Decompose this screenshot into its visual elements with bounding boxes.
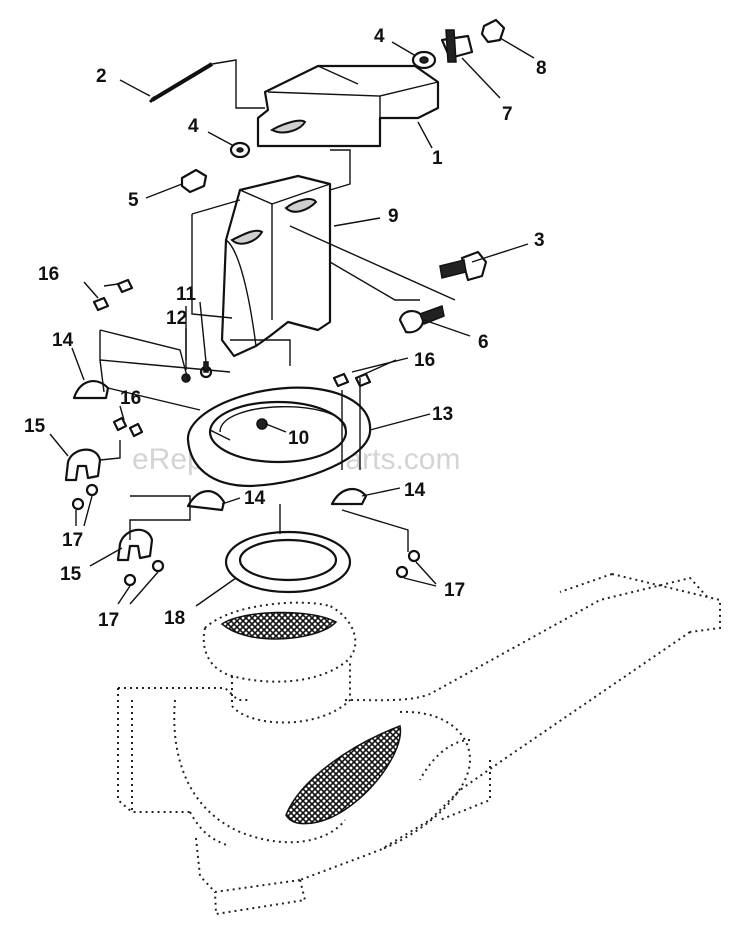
- callout-11: 11: [176, 284, 197, 305]
- part-16-screws-upper: [92, 278, 134, 312]
- callout-1: 1: [432, 148, 443, 169]
- part-17-nuts: [71, 483, 421, 587]
- callout-14-bottom: 14: [244, 488, 266, 509]
- part-15-bracket-upper: [64, 448, 102, 482]
- callout-5: 5: [128, 190, 139, 211]
- callout-labels: 2 4 8 7 4 1 5 9 3 16 11 12 6 14 16 16 15…: [24, 26, 547, 631]
- callout-16-upper: 16: [38, 264, 59, 285]
- part-14-clip-bottom: [186, 490, 226, 512]
- part-7-knob: [440, 29, 474, 63]
- callout-16-middle: 16: [120, 388, 141, 409]
- part-15-bracket-lower: [116, 528, 154, 562]
- part-2-rod: [148, 59, 265, 109]
- callout-3: 3: [534, 230, 545, 251]
- part-3-bolt: [439, 250, 488, 282]
- callout-2: 2: [96, 66, 107, 87]
- callout-17-lower: 17: [98, 610, 119, 631]
- callout-10: 10: [288, 428, 309, 449]
- callout-18: 18: [164, 608, 185, 629]
- callout-17-upper: 17: [62, 530, 83, 551]
- callout-4-mid: 4: [188, 116, 199, 137]
- callout-7: 7: [502, 104, 513, 125]
- part-6-bolt: [289, 225, 456, 334]
- part-8-nut: [480, 18, 506, 44]
- callout-4-top: 4: [374, 26, 385, 47]
- blower-housing: [117, 573, 721, 916]
- part-13-ring: [186, 386, 372, 488]
- callout-16-right: 16: [414, 350, 435, 371]
- leader-lines: [49, 37, 535, 607]
- callout-12: 12: [166, 308, 187, 329]
- callout-6: 6: [478, 332, 489, 353]
- part-9-chute: [191, 149, 351, 358]
- callout-9: 9: [388, 206, 399, 227]
- callout-15-upper: 15: [24, 416, 46, 437]
- part-4-washer-top: [411, 50, 437, 70]
- part-5-nut: [180, 168, 208, 194]
- callout-17-right: 17: [444, 580, 465, 601]
- callout-14-left: 14: [52, 330, 74, 351]
- part-4-washer-mid: [229, 141, 251, 159]
- callout-8: 8: [536, 58, 547, 79]
- part-14-clip-right: [330, 487, 368, 506]
- callout-13: 13: [432, 404, 453, 425]
- part-18-gasket: [224, 530, 352, 594]
- part-1-top-deflector: [256, 64, 440, 148]
- callout-14-right: 14: [404, 480, 426, 501]
- callout-15-lower: 15: [60, 564, 82, 585]
